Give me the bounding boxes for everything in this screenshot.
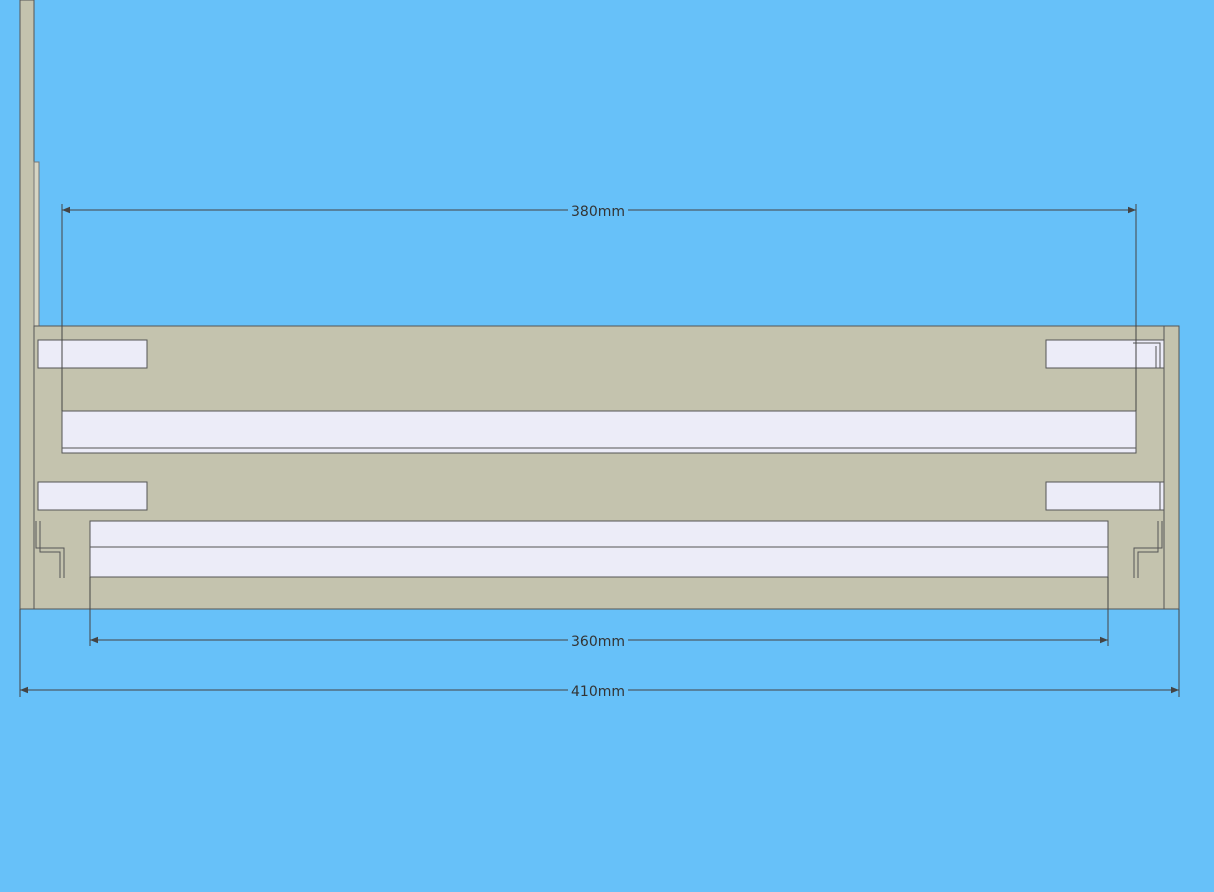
- lower-brackets: [35, 521, 1163, 578]
- slide-block-top-left: [37, 339, 148, 369]
- lower-rail: [89, 520, 1109, 578]
- right-side-panel: [1163, 325, 1180, 610]
- upper-rail: [61, 410, 1137, 454]
- top-right-bracket: [1133, 342, 1161, 368]
- slide-block-mid-right: [1045, 481, 1165, 511]
- slide-blocks: [37, 339, 1165, 511]
- dim-360-label: 360mm: [571, 634, 625, 650]
- dim-410-label: 410mm: [571, 684, 625, 700]
- dim-380-label: 380mm: [571, 204, 625, 220]
- upper-rail-face: [61, 410, 1137, 449]
- slide-block-top-right: [1045, 339, 1165, 369]
- dimension-360: 360mm: [89, 577, 1109, 650]
- slide-block-mid-left: [37, 481, 148, 511]
- lower-left-bracket: [35, 521, 65, 578]
- dimension-410: 410mm: [19, 609, 1180, 700]
- lower-right-bracket: [1133, 521, 1163, 578]
- lower-rail-bottom: [89, 546, 1109, 578]
- dimension-380: 380mm: [61, 204, 1137, 411]
- lower-rail-top: [89, 520, 1109, 548]
- left-panel-board: [19, 0, 35, 610]
- upper-rail-lip: [61, 447, 1137, 454]
